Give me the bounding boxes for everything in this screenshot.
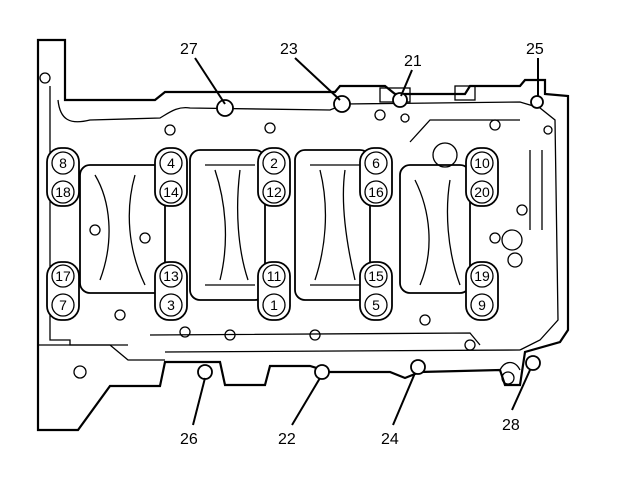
bolt-label-7: 7 xyxy=(59,297,67,313)
bolt-label-13: 13 xyxy=(163,268,179,284)
bolt-head-21 xyxy=(392,92,408,108)
bolt-label-12: 12 xyxy=(266,184,282,200)
callout-24: 24 xyxy=(381,431,399,448)
bolt-head-26 xyxy=(197,364,213,380)
bolt-label-2: 2 xyxy=(270,155,278,171)
callout-labels: 27 23 21 25 26 22 24 28 xyxy=(180,41,544,448)
block-holes xyxy=(39,72,553,385)
bolt-label-5: 5 xyxy=(372,297,380,313)
bolt-label-4: 4 xyxy=(167,155,175,171)
bolt-label-14: 14 xyxy=(163,184,179,200)
callout-28: 28 xyxy=(502,417,520,434)
bolt-label-6: 6 xyxy=(372,155,380,171)
callout-23: 23 xyxy=(280,41,298,58)
bolt-label-10: 10 xyxy=(474,155,490,171)
callout-26: 26 xyxy=(180,431,198,448)
bolt-label-16: 16 xyxy=(368,184,384,200)
bolt-label-3: 3 xyxy=(167,297,175,313)
crankshaft-bays xyxy=(79,142,523,301)
callout-22: 22 xyxy=(278,431,296,448)
bolt-head-25 xyxy=(530,95,544,109)
bolt-label-1: 1 xyxy=(270,297,278,313)
bolt-label-15: 15 xyxy=(368,268,384,284)
bolt-label-8: 8 xyxy=(59,155,67,171)
bolt-head-28 xyxy=(525,355,541,371)
bolt-head-23 xyxy=(333,95,351,113)
main-bearing-bolts: 8 18 17 7 4 14 13 3 2 12 11 1 6 16 15 5 … xyxy=(46,147,499,321)
bolt-head-24 xyxy=(410,359,426,375)
bolt-head-27 xyxy=(216,99,234,117)
bolt-head-22 xyxy=(314,364,330,380)
bolt-label-17: 17 xyxy=(55,268,71,284)
bolt-label-11: 11 xyxy=(267,268,282,284)
callout-27: 27 xyxy=(180,41,198,58)
bolt-label-18: 18 xyxy=(55,184,71,200)
callout-25: 25 xyxy=(526,41,544,58)
perimeter-bolts xyxy=(197,92,544,380)
callout-leaders xyxy=(192,57,539,426)
bolt-label-20: 20 xyxy=(474,184,490,200)
callout-21: 21 xyxy=(404,53,422,70)
bolt-label-19: 19 xyxy=(474,268,490,284)
bolt-label-9: 9 xyxy=(478,297,486,313)
